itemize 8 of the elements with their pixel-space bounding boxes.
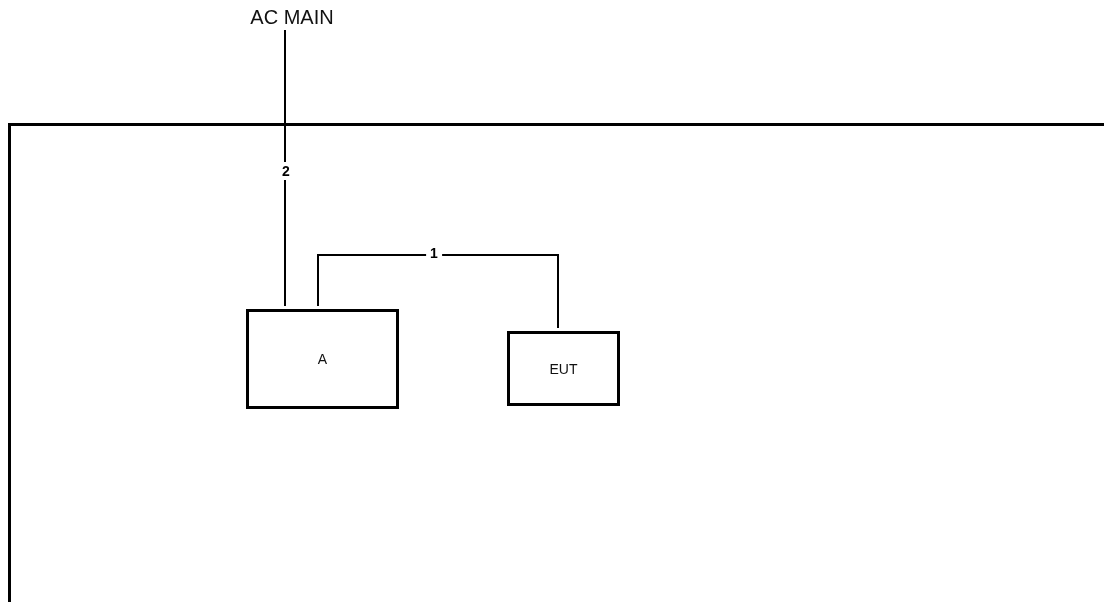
cable-line: [284, 29, 286, 307]
supply-label: AC MAIN: [250, 5, 334, 29]
equipment-box: [507, 331, 620, 406]
enclosure-frame: [8, 123, 1104, 602]
box-label: A: [317, 351, 328, 367]
cable-line: [317, 254, 559, 329]
equipment-box: [246, 309, 399, 409]
box-label: EUT: [549, 360, 578, 377]
